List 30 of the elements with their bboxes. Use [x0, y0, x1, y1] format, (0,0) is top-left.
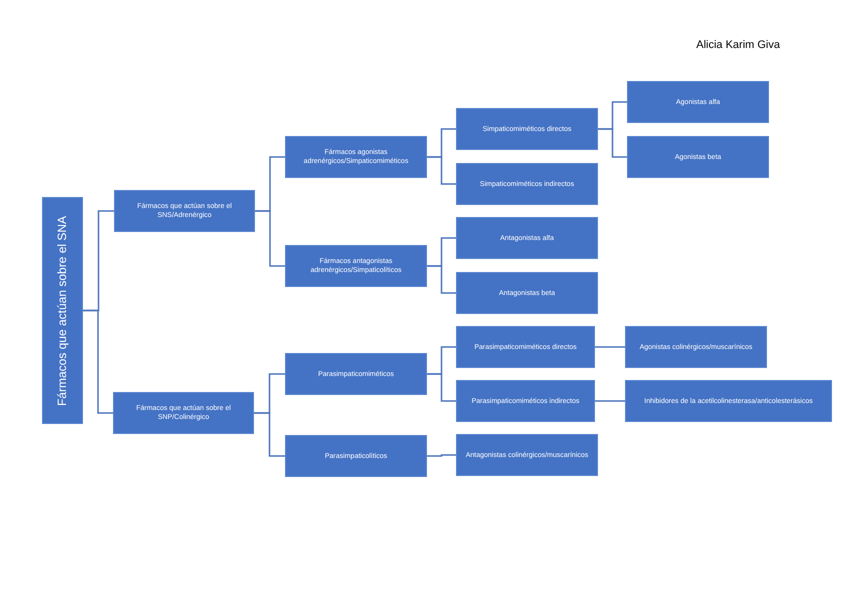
- concept-box: [625, 326, 767, 368]
- concept-box: [456, 272, 598, 314]
- concept-box: [456, 434, 598, 476]
- concept-box: [456, 163, 598, 205]
- concept-box: [627, 136, 769, 178]
- concept-box: [285, 136, 427, 178]
- connector-line: [83, 310, 113, 414]
- concept-box: [456, 380, 595, 422]
- connector-line: [595, 400, 625, 402]
- connector-line: [255, 210, 285, 267]
- box-text: Fármacos que actúan sobre el SNA: [54, 215, 70, 406]
- concept-box: [114, 190, 255, 232]
- concept-box: [285, 353, 427, 395]
- connector-line: [598, 128, 627, 158]
- concept-box: [456, 326, 595, 368]
- concept-box: [456, 217, 598, 259]
- concept-box: [456, 108, 598, 150]
- connector-line: [254, 412, 285, 457]
- connector-line: [427, 156, 456, 185]
- concept-box: [113, 392, 254, 434]
- concept-box: [285, 245, 427, 287]
- connector-line: [427, 265, 456, 294]
- connector-line: [427, 454, 456, 457]
- connector-line: [427, 373, 456, 402]
- concept-box: [42, 197, 83, 424]
- concept-box: [285, 435, 427, 477]
- connector-line: [595, 346, 625, 348]
- author-name: Alicia Karim Giva: [695, 38, 780, 53]
- concept-box: [625, 380, 832, 422]
- concept-box: [627, 81, 769, 123]
